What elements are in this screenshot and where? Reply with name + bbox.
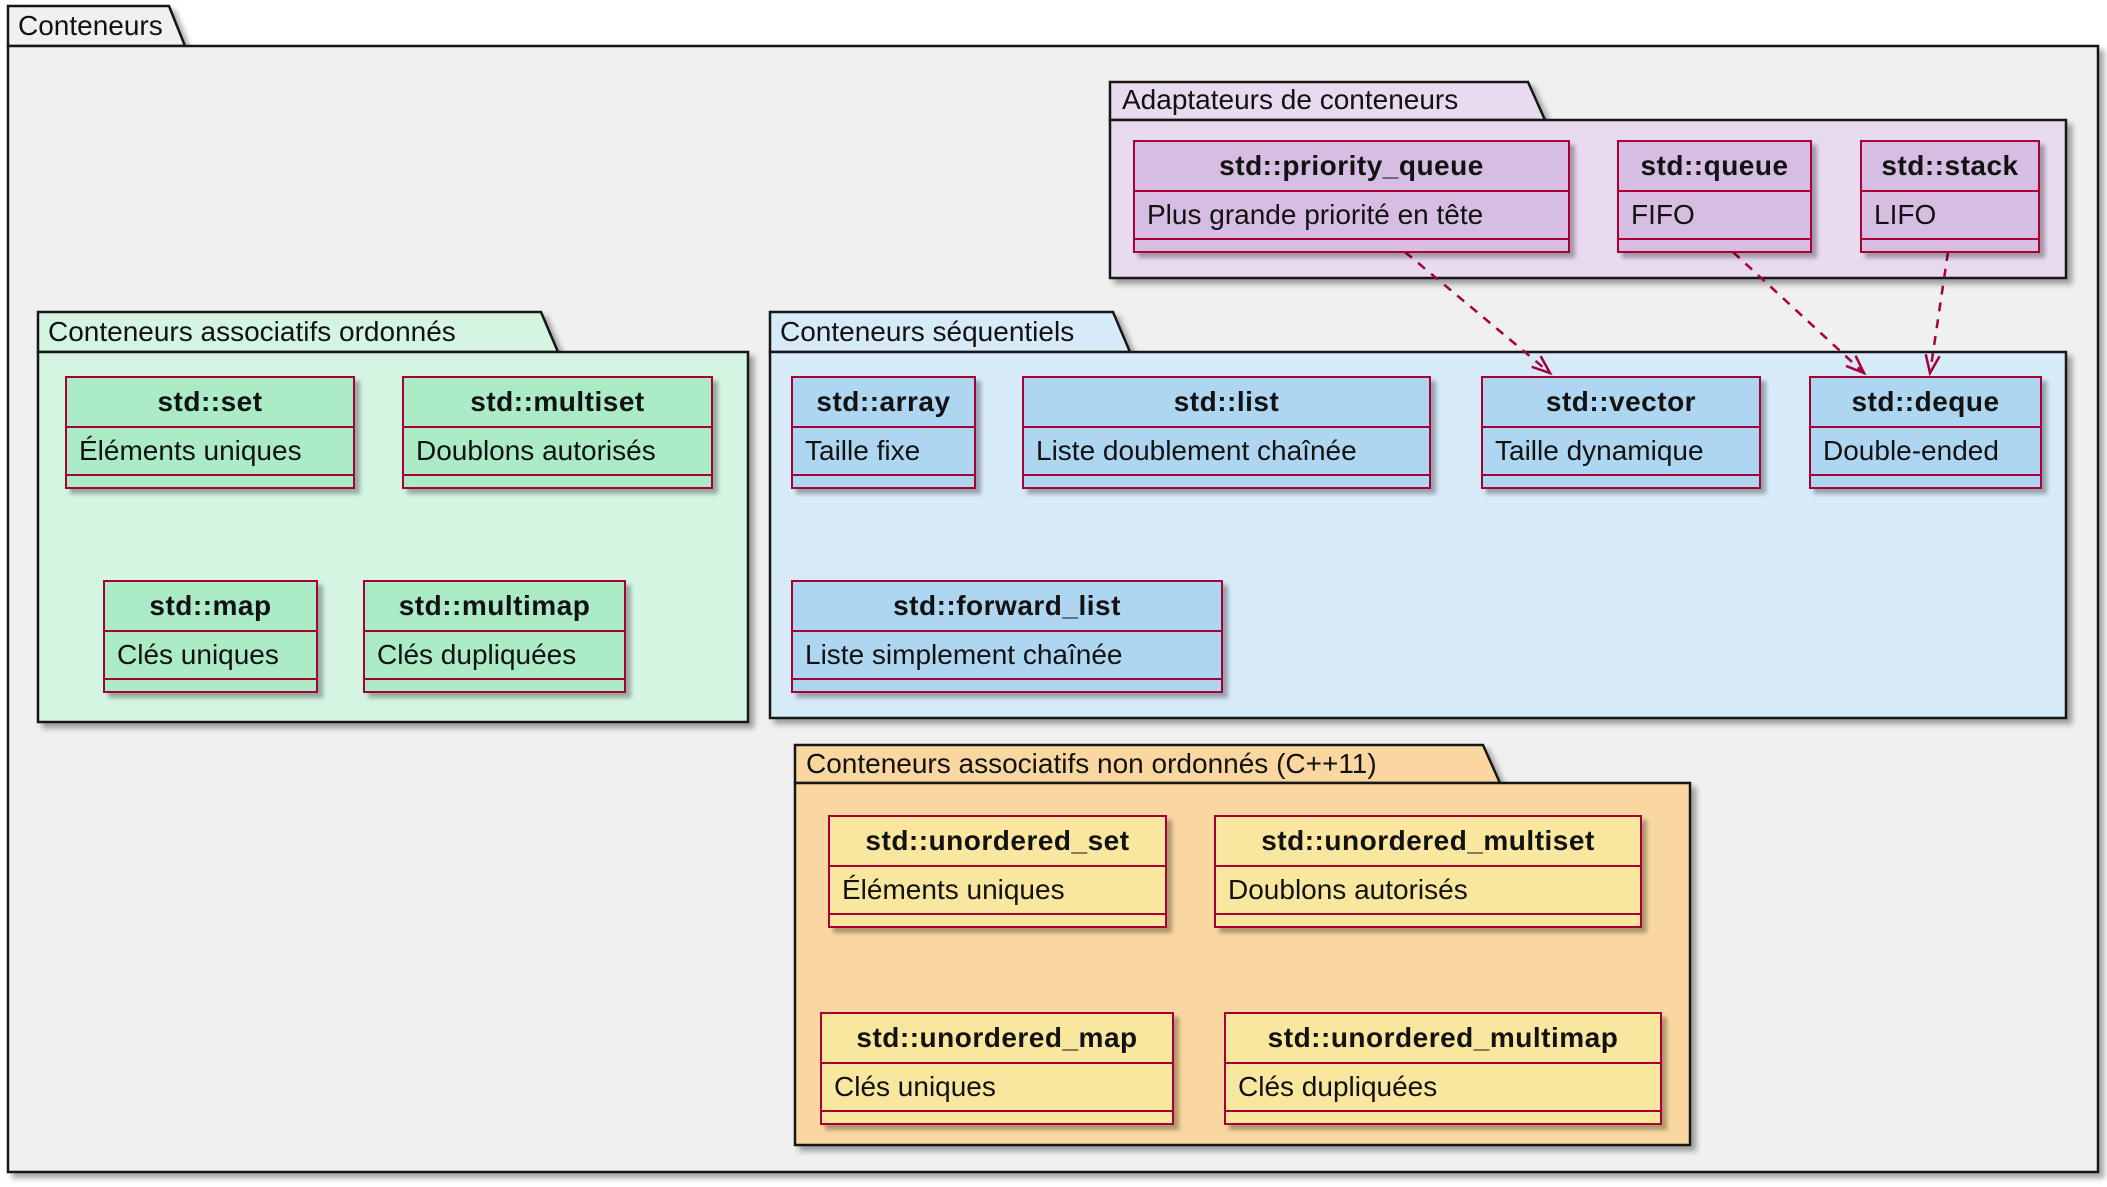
class-description: Liste simplement chaînée	[793, 632, 1221, 680]
class-std-map: std::map Clés uniques	[103, 580, 318, 693]
class-title: std::priority_queue	[1135, 142, 1568, 192]
class-std-set: std::set Éléments uniques	[65, 376, 355, 489]
class-title: std::deque	[1811, 378, 2040, 428]
class-description: FIFO	[1619, 192, 1810, 240]
class-description: Liste doublement chaînée	[1024, 428, 1429, 476]
class-std-vector: std::vector Taille dynamique	[1481, 376, 1761, 489]
class-std-priority-queue: std::priority_queue Plus grande priorité…	[1133, 140, 1570, 253]
class-footer	[793, 680, 1221, 691]
class-description: Clés dupliquées	[365, 632, 624, 680]
class-std-unordered-set: std::unordered_set Éléments uniques	[828, 815, 1167, 928]
class-std-stack: std::stack LIFO	[1860, 140, 2040, 253]
class-footer	[1024, 476, 1429, 487]
class-footer	[1483, 476, 1759, 487]
class-title: std::stack	[1862, 142, 2038, 192]
class-footer	[67, 476, 353, 487]
class-description: Doublons autorisés	[404, 428, 711, 476]
package-label-associatifs-ordonnes: Conteneurs associatifs ordonnés	[48, 316, 456, 347]
edges-layer	[1404, 251, 1950, 377]
edge-priority-queue-to-vector	[1404, 251, 1553, 376]
class-footer	[822, 1112, 1172, 1123]
class-title: std::list	[1024, 378, 1429, 428]
class-std-list: std::list Liste doublement chaînée	[1022, 376, 1431, 489]
class-std-forward-list: std::forward_list Liste simplement chaîn…	[791, 580, 1223, 693]
class-title: std::unordered_set	[830, 817, 1165, 867]
class-footer	[793, 476, 974, 487]
class-description: Doublons autorisés	[1216, 867, 1640, 915]
class-footer	[830, 915, 1165, 926]
class-description: Éléments uniques	[67, 428, 353, 476]
class-footer	[105, 680, 316, 691]
class-title: std::unordered_map	[822, 1014, 1172, 1064]
class-footer	[1811, 476, 2040, 487]
class-footer	[365, 680, 624, 691]
class-description: Taille dynamique	[1483, 428, 1759, 476]
class-std-unordered-multiset: std::unordered_multiset Doublons autoris…	[1214, 815, 1642, 928]
class-description: Clés uniques	[822, 1064, 1172, 1112]
class-description: Plus grande priorité en tête	[1135, 192, 1568, 240]
class-description: Double-ended	[1811, 428, 2040, 476]
class-title: std::vector	[1483, 378, 1759, 428]
class-footer	[1619, 240, 1810, 251]
class-title: std::set	[67, 378, 353, 428]
class-description: Clés dupliquées	[1226, 1064, 1660, 1112]
edge-queue-to-deque	[1732, 251, 1867, 376]
package-label-non-ordonnes: Conteneurs associatifs non ordonnés (C++…	[806, 748, 1377, 779]
class-footer	[1135, 240, 1568, 251]
class-std-multimap: std::multimap Clés dupliquées	[363, 580, 626, 693]
class-footer	[1216, 915, 1640, 926]
class-description: Éléments uniques	[830, 867, 1165, 915]
class-std-unordered-multimap: std::unordered_multimap Clés dupliquées	[1224, 1012, 1662, 1125]
class-title: std::unordered_multiset	[1216, 817, 1640, 867]
package-label-sequentiels: Conteneurs séquentiels	[780, 316, 1075, 347]
class-description: LIFO	[1862, 192, 2038, 240]
edge-stack-to-deque	[1924, 251, 1950, 377]
class-std-multiset: std::multiset Doublons autorisés	[402, 376, 713, 489]
package-label-conteneurs: Conteneurs	[18, 10, 163, 41]
class-title: std::map	[105, 582, 316, 632]
class-title: std::multiset	[404, 378, 711, 428]
class-std-array: std::array Taille fixe	[791, 376, 976, 489]
class-title: std::queue	[1619, 142, 1810, 192]
class-std-deque: std::deque Double-ended	[1809, 376, 2042, 489]
package-label-adaptateurs: Adaptateurs de conteneurs	[1122, 84, 1459, 115]
class-footer	[404, 476, 711, 487]
class-description: Clés uniques	[105, 632, 316, 680]
class-title: std::unordered_multimap	[1226, 1014, 1660, 1064]
class-footer	[1862, 240, 2038, 251]
class-description: Taille fixe	[793, 428, 974, 476]
class-std-unordered-map: std::unordered_map Clés uniques	[820, 1012, 1174, 1125]
class-std-queue: std::queue FIFO	[1617, 140, 1812, 253]
class-title: std::forward_list	[793, 582, 1221, 632]
class-title: std::array	[793, 378, 974, 428]
class-title: std::multimap	[365, 582, 624, 632]
class-footer	[1226, 1112, 1660, 1123]
